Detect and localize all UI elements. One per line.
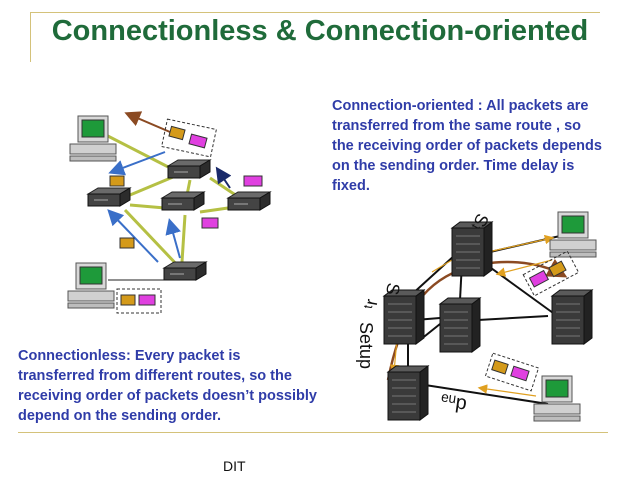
packet-group-destination <box>161 118 217 158</box>
server-rack-icon-right <box>551 289 593 345</box>
packet-group-destination-right <box>522 250 580 297</box>
garbled-label-mid2: S <box>382 281 404 296</box>
garbled-label-bottom: ᵉᵘp <box>439 389 468 414</box>
arrow-orange-icon <box>495 259 553 277</box>
arrow-blue-icon <box>107 209 159 263</box>
source-computer-icon <box>533 375 581 422</box>
server-rack-icon-center <box>439 297 481 353</box>
server-rack-icon-left <box>383 289 425 345</box>
connectionless-description: Connectionless: Every packet is transfer… <box>18 348 317 424</box>
arrow-orange-icon <box>477 384 537 397</box>
frame-bottom-line <box>18 432 608 433</box>
arrow-brown-icon <box>124 111 171 133</box>
packet-group-source-right <box>484 352 540 392</box>
arrow-blue-icon <box>108 151 166 176</box>
arrow-blue-icon <box>165 218 181 259</box>
router-icon-center <box>161 191 205 211</box>
router-icon-left <box>87 187 131 207</box>
destination-computer-icon <box>549 211 597 258</box>
router-icon-bottom <box>163 261 207 281</box>
packet-icon <box>109 175 125 187</box>
arrow-orange-icon <box>487 234 555 253</box>
connection-oriented-description: Connection-oriented : All packets are tr… <box>332 98 602 194</box>
packet-icon <box>119 237 135 249</box>
packet-icon <box>243 175 263 187</box>
packet-icon <box>201 217 219 229</box>
frame-left-line <box>30 12 31 62</box>
setup-label: Setup <box>356 322 376 369</box>
footer-label: DIT <box>223 458 246 474</box>
arrow-navy-icon <box>215 166 232 189</box>
frame-top-line <box>30 12 600 13</box>
source-computer-icon <box>67 262 115 309</box>
garbled-label-mid: ᵗr <box>360 297 381 310</box>
destination-computer-icon <box>69 115 117 162</box>
packet-group-source <box>116 288 162 314</box>
router-icon-right <box>227 191 271 211</box>
page-title: Connectionless & Connection-oriented <box>51 15 589 47</box>
server-rack-icon-bottom <box>387 365 429 421</box>
router-icon-top <box>167 159 211 179</box>
